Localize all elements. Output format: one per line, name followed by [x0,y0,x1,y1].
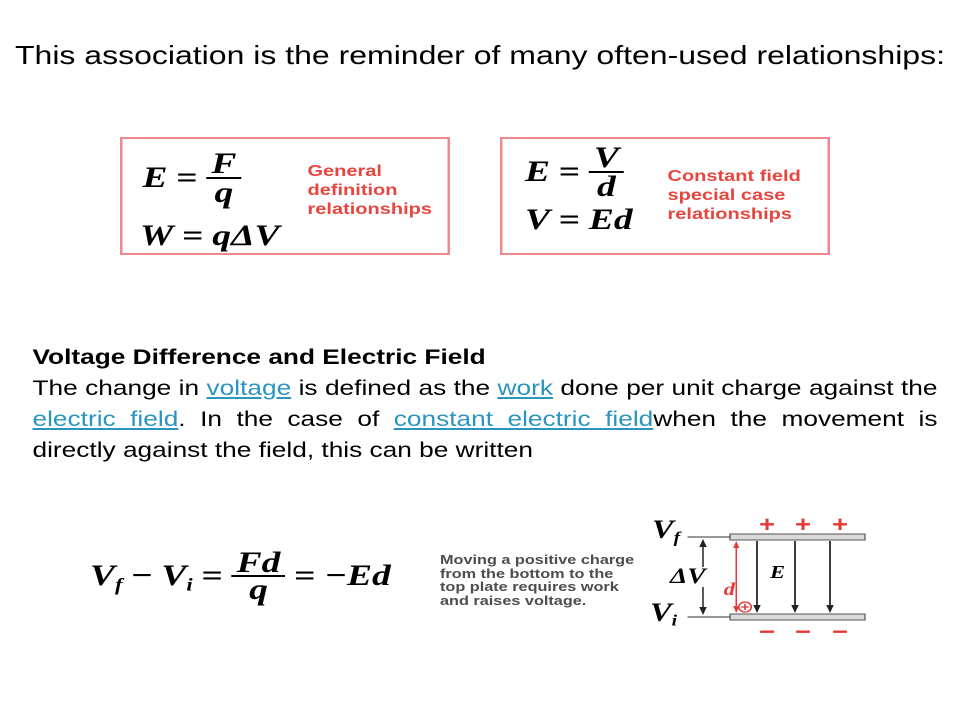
caption-line: definition [307,182,398,199]
caption-line: relationships [307,201,432,218]
minus-sign: − [758,619,776,644]
field-from-force-formula: E = F q [142,149,242,209]
link-electric-field[interactable]: electric field [32,408,179,431]
paragraph-text: is defined as the [291,377,498,400]
formula-symbol: E [142,161,168,194]
caption-line: General [307,163,382,180]
box-caption: General definition relationships [308,162,432,219]
plus-sign: + [831,512,849,537]
plus-sign: + [758,512,776,537]
fraction: V d [588,143,624,203]
delta-v-arrow-up-head [699,539,707,547]
denominator: d [597,170,616,203]
final-voltage-label: Vf [651,515,680,546]
formula-expression: qΔV [212,219,280,252]
paragraph-text: The change in [32,377,207,400]
fraction: Fd q [231,548,286,606]
distance-label: d [723,579,735,599]
formula-symbol: V [525,203,551,236]
paragraph-text: when the movement is directly against th… [32,408,938,462]
subscript: f [115,574,123,595]
formula-expression: −Ed [324,559,391,592]
caption-line: Moving a positive charge [440,552,635,567]
voltage-difference-formula: Vf − Vi = Fd q = −Ed [90,548,391,606]
denominator: q [214,176,234,209]
caption-line: Constant field [667,168,801,185]
caption-line: special case [667,187,786,204]
caption-line: relationships [667,206,792,223]
caption-line: and raises voltage. [440,592,587,608]
minus-sign: − [831,619,849,644]
numerator: F [206,149,242,179]
box-caption: Constant field special case relationship… [668,167,801,224]
field-arrow-head [791,605,799,613]
voltage-letter: V [651,515,674,544]
paragraph-body: The change in voltage is defined as the … [33,373,938,466]
equals-sign: = [294,559,316,592]
formula-box-constant-field: E = V d V = Ed Constant field special ca… [500,137,830,255]
equals-sign: = [558,203,581,236]
parallel-plate-drawing [687,533,866,621]
link-constant-electric-field[interactable]: constant electric field [393,408,654,431]
link-voltage[interactable]: voltage [206,377,292,400]
initial-voltage-symbol: Vi [161,559,193,595]
field-arrow-head [826,605,834,613]
subscript: i [186,574,193,595]
equals-sign: = [182,219,204,252]
caption-line: top plate requires work [440,579,619,594]
voltage-letter: V [650,598,672,627]
work-formula: W = qΔV [140,221,280,251]
positive-charge-icon [737,601,753,613]
equals-sign: = [176,161,198,194]
distance-arrow-down-head [733,606,740,613]
voltage-letter: V [90,559,116,592]
minus-sign: − [794,619,812,644]
equals-sign: = [558,155,581,188]
section-heading: Voltage Difference and Electric Field [32,346,486,369]
explanation-paragraph: Voltage Difference and Electric Field Th… [33,342,938,466]
plus-sign: + [794,512,812,537]
equals-sign: = [201,559,223,592]
paragraph-text: done per unit charge against the [552,377,938,400]
formula-symbol: E [525,155,551,188]
subscript: f [673,529,681,547]
voltage-letter: V [161,559,187,592]
formula-box-general-definition: E = F q W = qΔV General definition relat… [120,137,450,255]
delta-v-label: ΔV [670,563,706,588]
fraction: F q [206,149,242,209]
slide-title: This association is the reminder of many… [14,42,945,70]
link-work[interactable]: work [497,377,553,400]
denominator: q [249,573,268,606]
initial-voltage-label: Vi [650,598,677,629]
voltage-formula: V = Ed [525,205,633,235]
subscript: i [671,612,678,630]
formula-expression: Ed [588,203,633,236]
caption-line: from the bottom to the [440,565,614,581]
diagram-caption: Moving a positive charge from the bottom… [440,553,634,607]
numerator: V [588,143,624,173]
final-voltage-symbol: Vf [90,559,123,595]
distance-arrow-up-head [733,541,740,548]
numerator: Fd [231,548,286,578]
formula-symbol: W [140,219,174,252]
paragraph-text: . In the case of [178,408,394,431]
minus-sign: − [131,559,153,592]
field-from-voltage-formula: E = V d [525,143,624,203]
field-label: E [770,562,786,582]
delta-v-arrow-down-head [699,607,707,615]
parallel-plate-diagram: + + + − − − Vf Vi ΔV E d [625,510,875,645]
field-arrow-head [753,605,761,613]
